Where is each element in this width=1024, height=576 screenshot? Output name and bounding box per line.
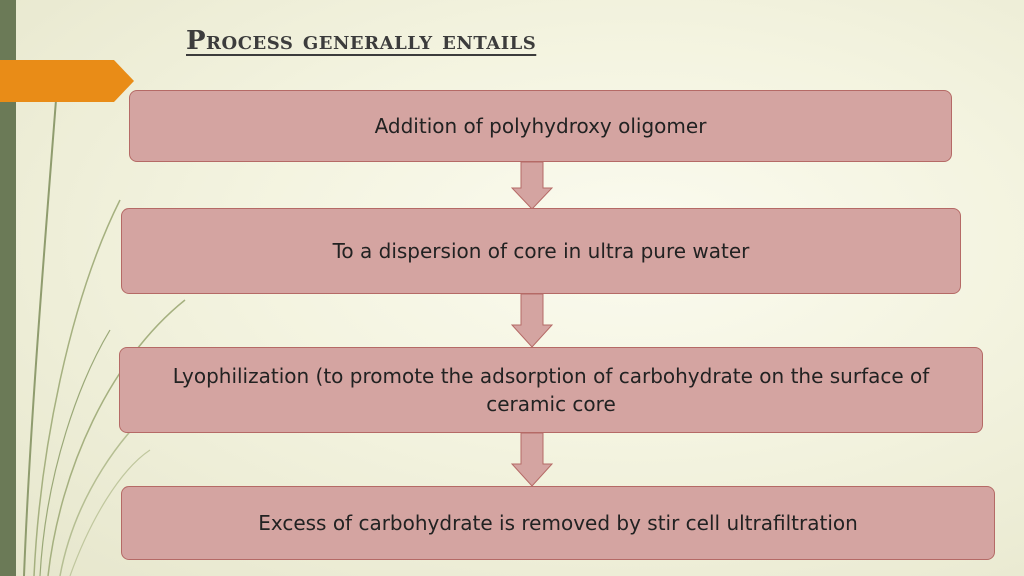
- down-arrow-3: [511, 433, 553, 487]
- down-arrow-1: [511, 162, 553, 210]
- flow-step-2: To a dispersion of core in ultra pure wa…: [121, 208, 961, 294]
- flow-step-3: Lyophilization (to promote the adsorptio…: [119, 347, 983, 433]
- down-arrow-2: [511, 294, 553, 348]
- slide-title: Process generally entails: [186, 26, 537, 56]
- orange-accent-tab: [0, 60, 134, 102]
- flow-step-4: Excess of carbohydrate is removed by sti…: [121, 486, 995, 560]
- flow-step-1: Addition of polyhydroxy oligomer: [129, 90, 952, 162]
- side-bar: [0, 0, 16, 576]
